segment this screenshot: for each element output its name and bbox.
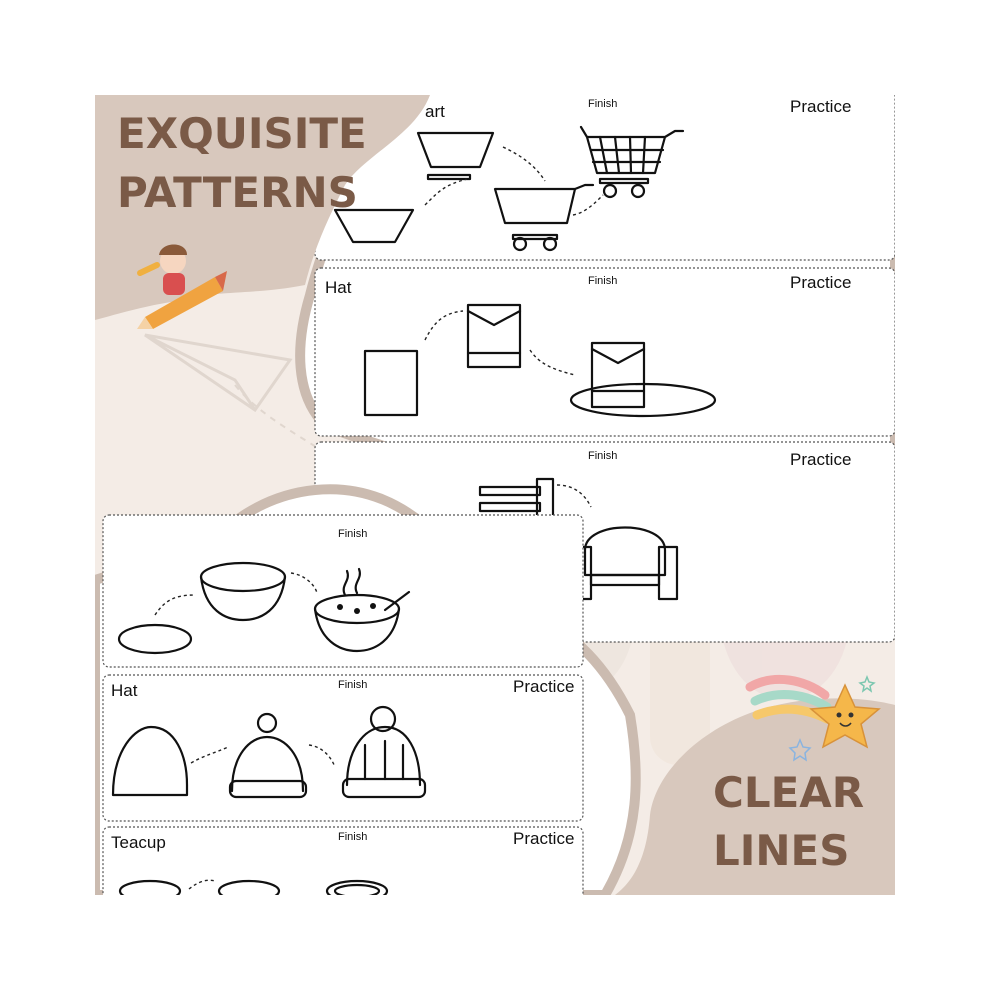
finish-label: Finish <box>588 450 617 462</box>
finish-label: Finish <box>338 528 367 540</box>
cart-icon <box>333 125 685 252</box>
practice-label: Practice <box>790 273 851 292</box>
kid-on-pencil-icon <box>137 244 227 329</box>
practice-label: Practice <box>790 450 851 469</box>
row-label-hat: Hat <box>111 681 138 700</box>
row-label-hat: Hat <box>325 278 352 297</box>
worksheet-row-beanie <box>102 674 584 822</box>
worksheet-row-teacup <box>102 826 584 895</box>
banner-title-lines: LINES <box>713 826 849 875</box>
banner-title-clear: CLEAR <box>713 768 864 817</box>
practice-label: Practice <box>513 677 574 696</box>
bottom-worksheet: Finish Hat Finish Practice <box>95 484 641 895</box>
top-hat-icon <box>363 303 717 418</box>
practice-label: Practice <box>513 829 574 848</box>
teacup-icon <box>118 879 389 895</box>
worksheet-row-hat <box>314 267 895 437</box>
bowl-icon <box>117 561 411 655</box>
finish-label: Finish <box>588 275 617 287</box>
finish-label: Finish <box>338 679 367 691</box>
finish-label: Finish <box>338 831 367 843</box>
practice-label: Practice <box>790 97 851 116</box>
row-label-cart: art <box>425 102 445 121</box>
banner-top: EXQUISITE PATTERNS <box>95 95 430 329</box>
banner-title-line2: PATTERNS <box>117 168 358 217</box>
product-collage: art Finish Practice Hat Finish Practice <box>95 95 895 895</box>
shooting-star-icon <box>745 674 881 762</box>
banner-bottom: CLEAR LINES <box>615 674 895 895</box>
top-worksheet: art Finish Practice Hat Finish Practice <box>295 95 895 643</box>
collage-canvas: art Finish Practice Hat Finish Practice <box>95 95 895 895</box>
finish-label: Finish <box>588 98 617 110</box>
banner-title-line1: EXQUISITE <box>117 109 367 158</box>
beanie-icon <box>111 705 427 799</box>
row-label-teacup: Teacup <box>111 833 166 852</box>
